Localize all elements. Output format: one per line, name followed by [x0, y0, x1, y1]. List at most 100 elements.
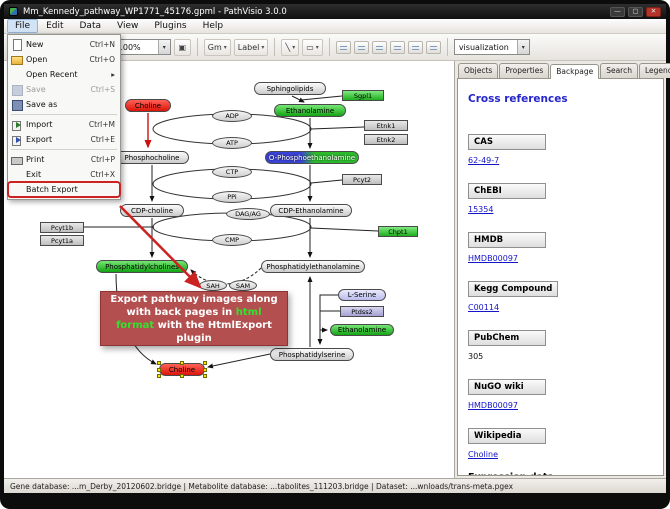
backpage-link[interactable]: HMDB00097 — [468, 254, 655, 263]
label-tool-label: Label — [238, 43, 260, 52]
menubar-item-data[interactable]: Data — [72, 19, 110, 33]
pathway-node-phosphatidylethanolamine[interactable]: Phosphatidylethanolamine — [261, 260, 365, 273]
pathway-node-ctp[interactable]: CTP — [212, 166, 252, 178]
new-icon — [11, 39, 22, 50]
pathway-node-choline[interactable]: Choline — [159, 363, 205, 376]
minimize-button[interactable]: — — [610, 7, 625, 17]
menubar-item-edit[interactable]: Edit — [38, 19, 71, 33]
line-tool-button[interactable]: ╲▾ — [281, 39, 299, 56]
pathway-node-adp[interactable]: ADP — [212, 110, 252, 122]
file-menu-item-print[interactable]: PrintCtrl+P — [8, 152, 120, 167]
app-icon — [9, 7, 18, 16]
backpage-link[interactable]: C00114 — [468, 303, 655, 312]
pathway-node-atp[interactable]: ATP — [212, 137, 252, 149]
tab-legend[interactable]: Legend — [639, 63, 670, 78]
pathway-node-etnk1[interactable]: Etnk1 — [364, 120, 408, 131]
selection-handle[interactable] — [157, 374, 161, 378]
pathway-node-ethanolamine[interactable]: Ethanolamine — [330, 324, 394, 336]
file-menu-item-open[interactable]: OpenCtrl+O — [8, 52, 120, 67]
pathway-node-phosphocholine[interactable]: Phosphocholine — [115, 151, 189, 164]
menubar-item-help[interactable]: Help — [195, 19, 232, 33]
pathway-node-phosphatidylcholines[interactable]: Phosphatidylcholines — [96, 260, 188, 273]
file-menu-item-new[interactable]: New Ctrl+N — [8, 37, 120, 52]
align-top-button[interactable] — [390, 41, 405, 54]
file-menu-item-export[interactable]: ExportCtrl+E — [8, 132, 120, 147]
visualization-combobox[interactable]: visualization▾ — [454, 39, 530, 55]
pathway-node-phosphatidylserine[interactable]: Phosphatidylserine — [270, 348, 354, 361]
selection-handle[interactable] — [203, 374, 207, 378]
menu-shortcut: Ctrl+N — [90, 40, 115, 49]
tab-search[interactable]: Search — [600, 63, 638, 78]
pathway-node-etnk2[interactable]: Etnk2 — [364, 134, 408, 145]
file-menu-item-import[interactable]: ImportCtrl+M — [8, 117, 120, 132]
align-middle-button[interactable] — [408, 41, 423, 54]
pathway-node-ptdss2[interactable]: Ptdss2 — [340, 306, 384, 317]
pathway-node-pcyt1a[interactable]: Pcyt1a — [40, 235, 84, 246]
zoom-fit-button[interactable]: ▣ — [174, 39, 191, 56]
backpage-section-header: HMDB — [468, 232, 546, 248]
file-menu-item-exit[interactable]: ExitCtrl+X — [8, 167, 120, 182]
menu-separator — [11, 149, 117, 150]
menubar-item-file[interactable]: File — [7, 19, 38, 33]
pathway-node-sgpl1[interactable]: Sgpl1 — [342, 90, 384, 101]
close-button[interactable]: ✕ — [646, 7, 661, 17]
chevron-down-icon: ▾ — [292, 44, 295, 51]
selection-handle[interactable] — [157, 368, 161, 372]
menubar-item-plugins[interactable]: Plugins — [146, 19, 194, 33]
pathway-node-o-phosphoethanolamine[interactable]: O-Phosphoethanolamine — [265, 151, 359, 164]
pathway-node-chpt1[interactable]: Chpt1 — [378, 226, 418, 237]
gene-product-tool-button[interactable]: Gm▾ — [204, 39, 231, 56]
pathway-node-sam[interactable]: SAM — [229, 280, 257, 291]
menu-shortcut: Ctrl+P — [91, 155, 115, 164]
shape-tool-button[interactable]: ▭▾ — [302, 39, 323, 56]
selection-handle[interactable] — [203, 368, 207, 372]
backpage-link[interactable]: Choline — [468, 450, 655, 459]
menu-shortcut: Ctrl+E — [91, 135, 115, 144]
pathway-node-pcyt2[interactable]: Pcyt2 — [342, 174, 382, 185]
menubar-item-view[interactable]: View — [109, 19, 146, 33]
tab-backpage[interactable]: Backpage — [550, 64, 599, 79]
menu-shortcut: Ctrl+S — [91, 85, 115, 94]
tab-objects[interactable]: Objects — [458, 63, 498, 78]
align-left-button[interactable] — [336, 41, 351, 54]
file-menu-item-save[interactable]: SaveCtrl+S — [8, 82, 120, 97]
label-tool-button[interactable]: Label▾ — [234, 39, 269, 56]
menu-shortcut: Ctrl+M — [89, 120, 115, 129]
file-menu-item-open-recent[interactable]: Open Recent▸ — [8, 67, 120, 82]
backpage-link[interactable]: 15354 — [468, 205, 655, 214]
file-menu-item-batch-export[interactable]: Batch Export — [8, 182, 120, 197]
selection-handle[interactable] — [157, 361, 161, 365]
selection-handle[interactable] — [180, 374, 184, 378]
tab-properties[interactable]: Properties — [499, 63, 549, 78]
pathway-node-sphingolipids[interactable]: Sphingolipids — [254, 82, 326, 95]
selection-handle[interactable] — [203, 361, 207, 365]
pathway-node-cdp-ethanolamine[interactable]: CDP-Ethanolamine — [270, 204, 352, 217]
zoom-combobox[interactable]: 100%▾ — [113, 39, 171, 55]
pathway-node-ppi[interactable]: PPi — [212, 191, 252, 203]
open-icon — [11, 54, 22, 65]
pathway-node-l-serine[interactable]: L-Serine — [338, 289, 386, 301]
align-bottom-button[interactable] — [426, 41, 441, 54]
backpage-link[interactable]: HMDB00097 — [468, 401, 655, 410]
print-icon — [11, 154, 22, 165]
pathway-node-dag-ag[interactable]: DAG/AG — [226, 208, 270, 220]
pathway-node-ethanolamine[interactable]: Ethanolamine — [274, 104, 346, 117]
pathway-node-cmp[interactable]: CMP — [212, 234, 252, 246]
pathvisio-window: Mm_Kennedy_pathway_WP1771_45176.gpml - P… — [4, 4, 666, 493]
file-menu-item-save-as[interactable]: Save as — [8, 97, 120, 112]
backpage-sections: CAS62-49-7ChEBI15354HMDBHMDB00097Kegg Co… — [466, 129, 655, 459]
pathway-node-choline[interactable]: Choline — [125, 99, 171, 112]
line-tool-icon: ╲ — [285, 43, 290, 52]
pathway-node-pcyt1b[interactable]: Pcyt1b — [40, 222, 84, 233]
saveas-icon — [11, 99, 22, 110]
align-right-button[interactable] — [372, 41, 387, 54]
pathway-node-sah[interactable]: SAH — [199, 280, 227, 291]
statusbar-text: Gene database: ...m_Derby_20120602.bridg… — [10, 482, 513, 491]
maximize-button[interactable]: ▢ — [628, 7, 643, 17]
menu-item-label: New — [26, 40, 82, 49]
pathway-node-cdp-choline[interactable]: CDP-choline — [120, 204, 184, 217]
selection-handle[interactable] — [180, 361, 184, 365]
backpage-link[interactable]: 62-49-7 — [468, 156, 655, 165]
align-center-button[interactable] — [354, 41, 369, 54]
cross-references-heading: Cross references — [468, 93, 655, 105]
